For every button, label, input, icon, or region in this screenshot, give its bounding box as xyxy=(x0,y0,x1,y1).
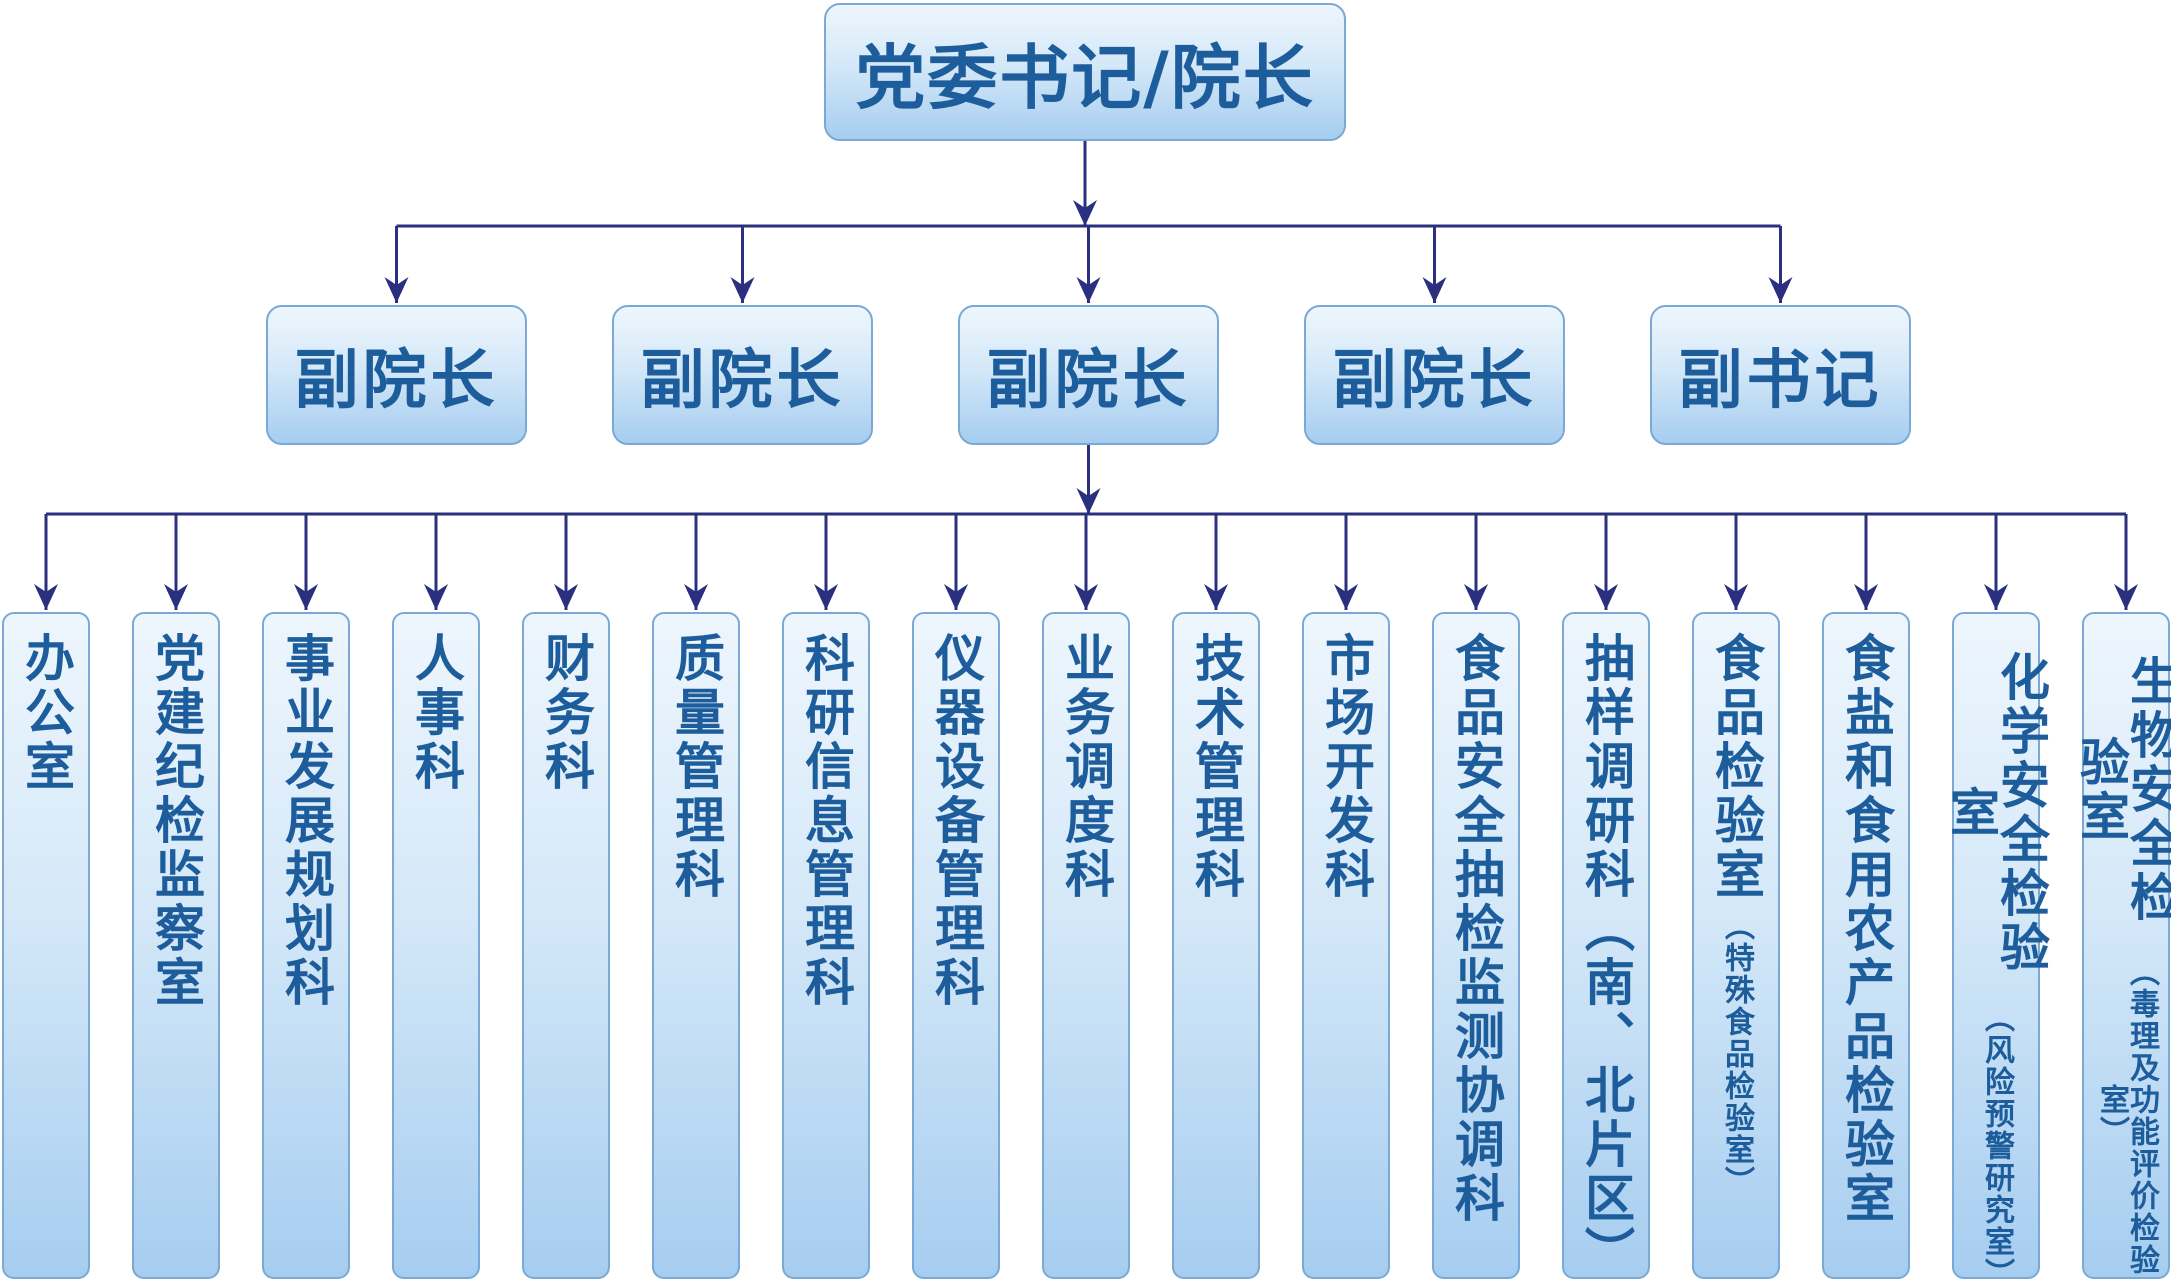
department-drop-arrow xyxy=(814,584,838,610)
department-box-5: 财务科 xyxy=(522,612,610,1279)
deputy-label: 副院长 xyxy=(986,344,1191,418)
department-drop-arrow xyxy=(1594,584,1618,610)
department-drop-arrow xyxy=(164,584,188,610)
department-label: 食品安全抽检监测协调科 xyxy=(1447,632,1505,1226)
department-box-9: 业务调度科 xyxy=(1042,612,1130,1279)
department-text: 业务调度科 xyxy=(1057,632,1115,902)
department-text: 技术管理科 xyxy=(1187,632,1245,902)
deputy-label: 副院长 xyxy=(1332,344,1537,418)
department-drop-arrow xyxy=(1334,584,1358,610)
department-box-17: 生物安全检验室 （毒理及功能评价检验室） xyxy=(2072,612,2171,1279)
deputy-label: 副院长 xyxy=(640,344,845,418)
department-box-4: 人事科 xyxy=(392,612,480,1279)
department-label: 化学安全检验室 xyxy=(1942,650,2050,975)
department-label: 抽样调研科（南、北片区） xyxy=(1577,632,1635,1280)
deputy-drop-arrow xyxy=(1422,277,1447,303)
deputy-drop-arrow xyxy=(384,277,409,303)
department-text: 财务科 xyxy=(537,632,595,794)
department-sublabel: （特殊食品检验室） xyxy=(1719,910,1754,1198)
department-label: 事业发展规划科 xyxy=(277,632,335,1010)
party-secretary-president-box: 党委书记/院长 xyxy=(824,3,1346,141)
department-text: 事业发展规划科 xyxy=(277,632,335,1010)
department-drop-arrow xyxy=(1464,584,1488,610)
deputy-trunk-arrow xyxy=(1076,488,1101,514)
department-sublabel: （风险预警研究室） xyxy=(1979,1001,2014,1281)
department-box-1: 办公室 xyxy=(2,612,90,1279)
department-text: 市场开发科 xyxy=(1317,632,1375,902)
department-box-7: 科研信息管理科 xyxy=(782,612,870,1279)
department-text: 人事科 xyxy=(407,632,465,794)
department-box-16: 化学安全检验室 （风险预警研究室） xyxy=(1942,612,2050,1281)
department-text: 化学安全检验室 （风险预警研究室） xyxy=(1942,632,2050,1281)
department-label: 办公室 xyxy=(17,632,75,794)
department-label: 科研信息管理科 xyxy=(797,632,855,1010)
department-text: 科研信息管理科 xyxy=(797,632,855,1010)
deputy-drop-arrow xyxy=(730,277,755,303)
department-box-2: 党建纪检监察室 xyxy=(132,612,220,1279)
deputy-box-1: 副院长 xyxy=(266,305,527,445)
deputy-label: 副书记 xyxy=(1678,344,1883,418)
department-drop-arrow xyxy=(1074,584,1098,610)
top-trunk-arrow xyxy=(1073,200,1097,226)
department-box-10: 技术管理科 xyxy=(1172,612,1260,1279)
department-label: 人事科 xyxy=(407,632,465,794)
department-label: 市场开发科 xyxy=(1317,632,1375,902)
department-box-3: 事业发展规划科 xyxy=(262,612,350,1279)
department-label: 财务科 xyxy=(537,632,595,794)
department-sublabel: （毒理及功能评价检验室） xyxy=(2094,956,2159,1277)
department-drop-arrow xyxy=(944,584,968,610)
department-box-11: 市场开发科 xyxy=(1302,612,1390,1279)
department-box-6: 质量管理科 xyxy=(652,612,740,1279)
department-text: 仪器设备管理科 xyxy=(927,632,985,1010)
department-box-14: 食品检验室 （特殊食品检验室） xyxy=(1692,612,1780,1279)
department-text: 抽样调研科（南、北片区） xyxy=(1577,632,1635,1280)
department-text: 食品安全抽检监测协调科 xyxy=(1447,632,1505,1226)
department-drop-arrow xyxy=(554,584,578,610)
department-drop-arrow xyxy=(1724,584,1748,610)
department-text: 食盐和食用农产品检验室 xyxy=(1837,632,1895,1226)
department-drop-arrow xyxy=(684,584,708,610)
department-drop-arrow xyxy=(424,584,448,610)
department-label: 生物安全检验室 xyxy=(2072,654,2171,925)
party-secretary-president-label: 党委书记/院长 xyxy=(855,36,1315,119)
department-text: 食品检验室 （特殊食品检验室） xyxy=(1707,632,1765,1198)
deputy-label: 副院长 xyxy=(294,344,499,418)
deputy-box-4: 副院长 xyxy=(1304,305,1565,445)
deputy-drop-arrow xyxy=(1768,277,1793,303)
department-drop-arrow xyxy=(1204,584,1228,610)
department-label: 食盐和食用农产品检验室 xyxy=(1837,632,1895,1226)
department-box-15: 食盐和食用农产品检验室 xyxy=(1822,612,1910,1279)
deputy-box-3: 副院长 xyxy=(958,305,1219,445)
department-label: 业务调度科 xyxy=(1057,632,1115,902)
department-text: 办公室 xyxy=(17,632,75,794)
department-text: 质量管理科 xyxy=(667,632,725,902)
department-label: 质量管理科 xyxy=(667,632,725,902)
deputy-box-5: 副书记 xyxy=(1650,305,1911,445)
department-label: 食品检验室 xyxy=(1707,632,1765,902)
department-label: 仪器设备管理科 xyxy=(927,632,985,1010)
department-drop-arrow xyxy=(34,584,58,610)
department-text: 党建纪检监察室 xyxy=(147,632,205,1010)
deputy-box-2: 副院长 xyxy=(612,305,873,445)
department-box-8: 仪器设备管理科 xyxy=(912,612,1000,1279)
department-drop-arrow xyxy=(1854,584,1878,610)
department-drop-arrow xyxy=(294,584,318,610)
department-box-13: 抽样调研科（南、北片区） xyxy=(1562,612,1650,1280)
department-drop-arrow xyxy=(2114,584,2138,610)
department-text: 生物安全检验室 （毒理及功能评价检验室） xyxy=(2072,632,2171,1277)
department-drop-arrow xyxy=(1984,584,2008,610)
department-label: 技术管理科 xyxy=(1187,632,1245,902)
deputy-drop-arrow xyxy=(1076,277,1101,303)
department-box-12: 食品安全抽检监测协调科 xyxy=(1432,612,1520,1279)
department-label: 党建纪检监察室 xyxy=(147,632,205,1010)
